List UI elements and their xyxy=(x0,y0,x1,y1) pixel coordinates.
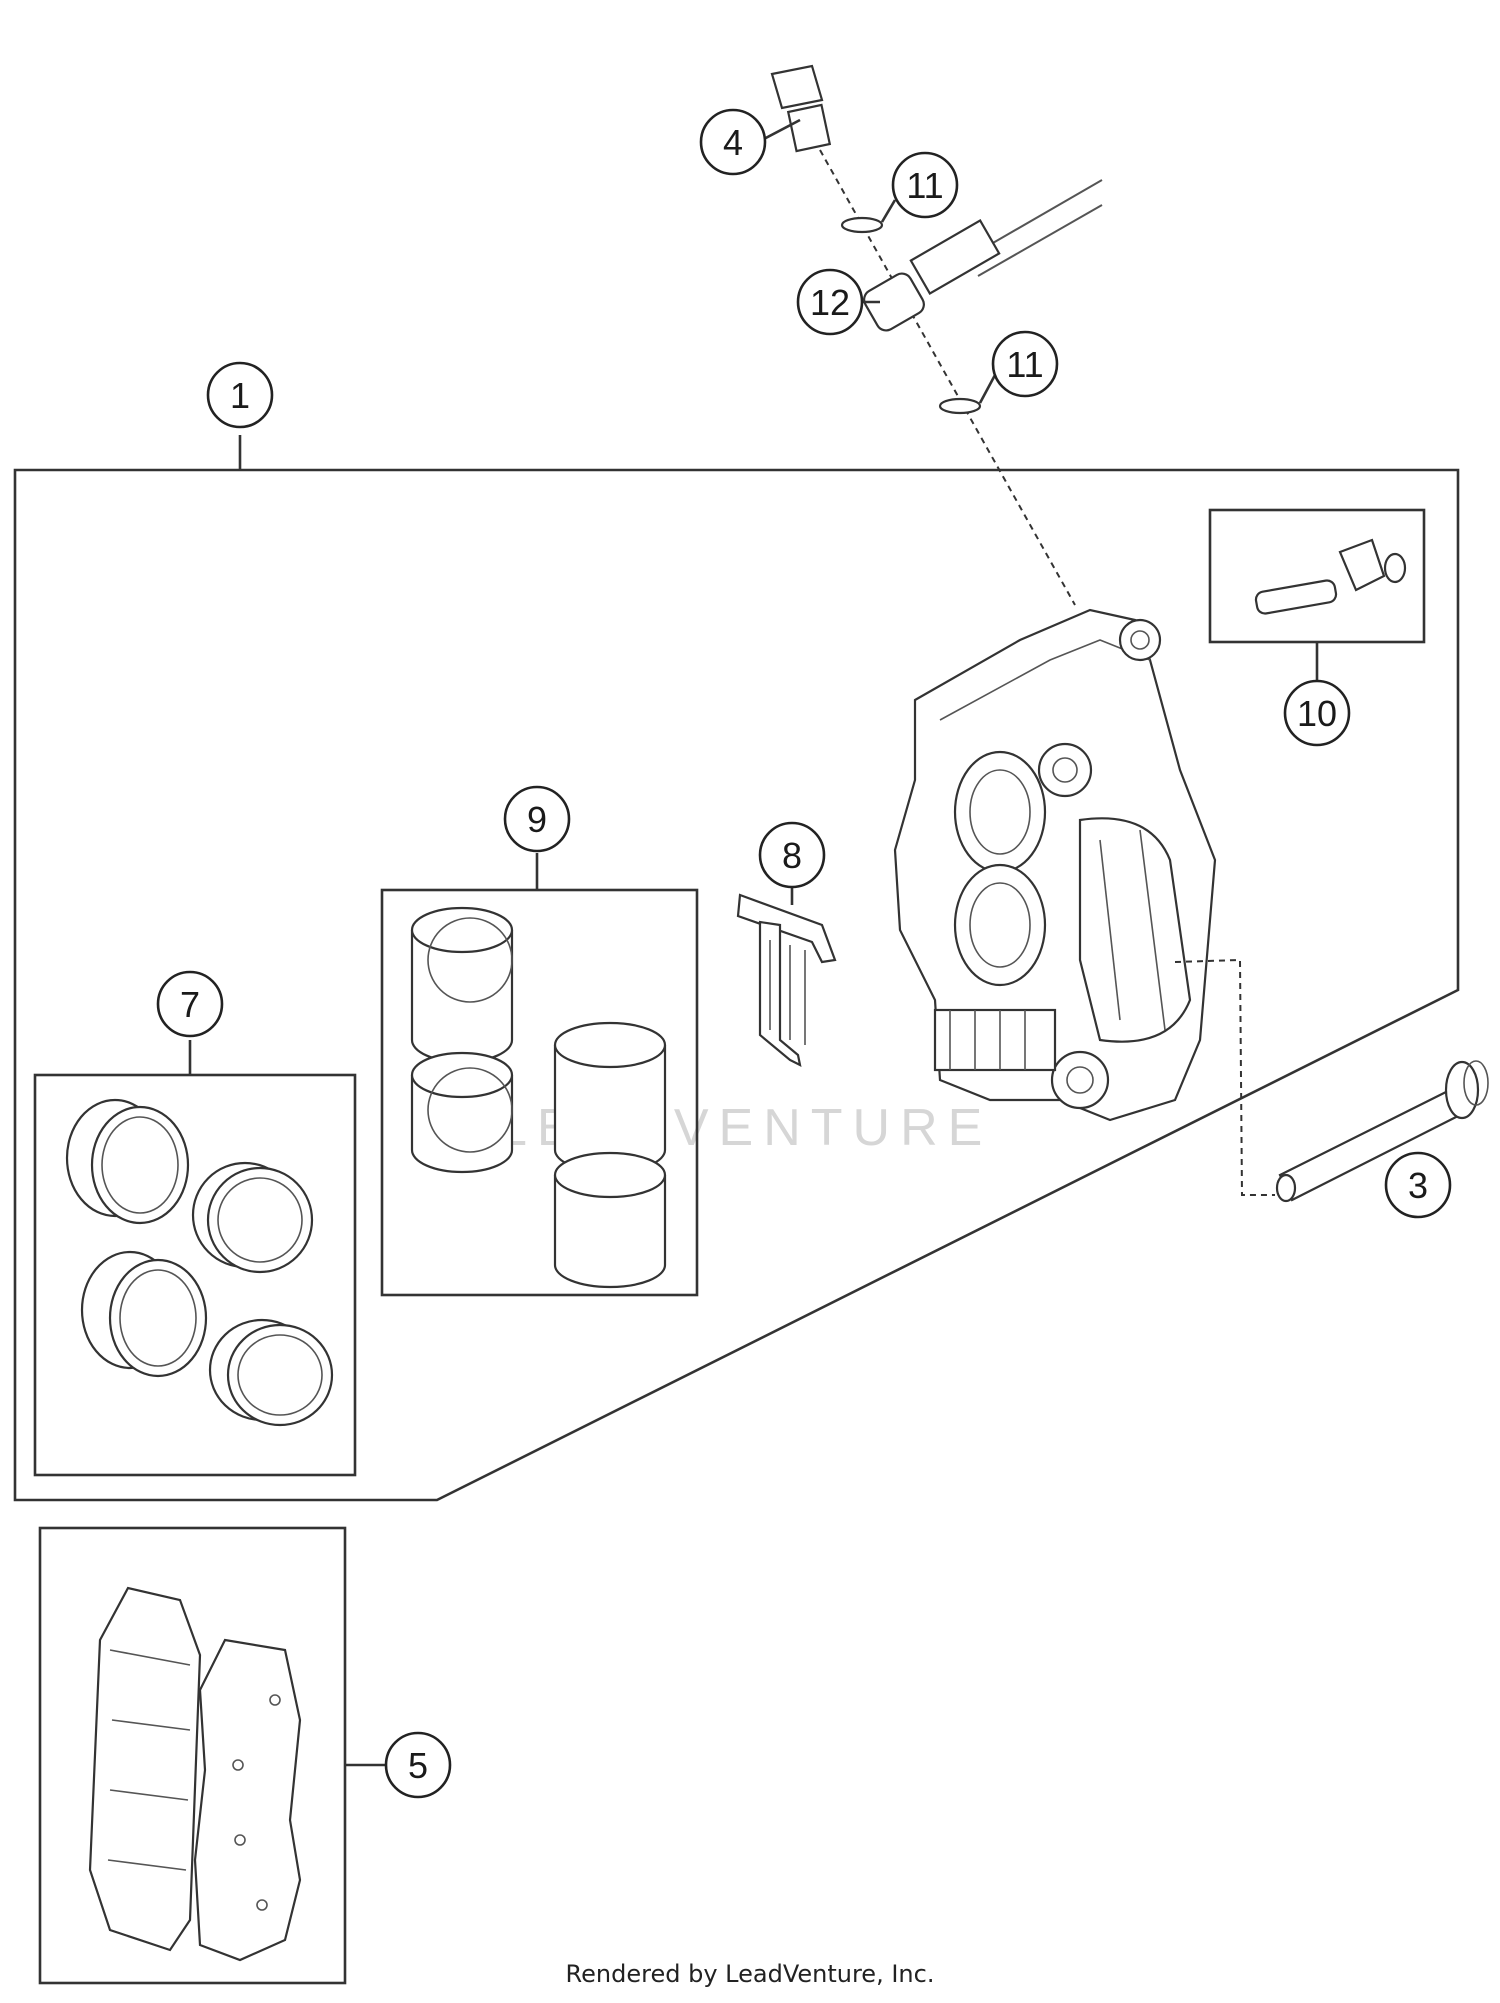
washer-lower-part xyxy=(938,397,982,415)
caliper-pin-part xyxy=(1275,1060,1489,1203)
pistons-part xyxy=(410,906,667,1289)
bolt-axis-line xyxy=(819,149,1076,606)
callout-5[interactable]: 5 xyxy=(384,1731,452,1799)
callout-9-label: 9 xyxy=(527,799,547,840)
callout-8-label: 8 xyxy=(782,835,802,876)
assembly-outline xyxy=(13,468,1460,1502)
piston-kit-box xyxy=(380,888,699,1297)
bleed-nipple-part xyxy=(1254,538,1407,615)
pad-spring-part xyxy=(736,893,837,1067)
callout-7[interactable]: 7 xyxy=(156,970,224,1038)
callout-10[interactable]: 10 xyxy=(1283,679,1351,747)
callout-12[interactable]: 12 xyxy=(796,268,864,336)
brake-pad-box xyxy=(38,1526,347,1985)
callout-3-label: 3 xyxy=(1408,1165,1428,1206)
callout-7-label: 7 xyxy=(180,984,200,1025)
callout-5-label: 5 xyxy=(408,1745,428,1786)
callout-4-label: 4 xyxy=(723,122,743,163)
callout-10-label: 10 xyxy=(1297,693,1337,734)
callout-8[interactable]: 8 xyxy=(758,821,826,889)
leader-11-upper xyxy=(880,199,897,223)
seal-kit-box xyxy=(33,1073,357,1477)
callout-11-upper[interactable]: 11 xyxy=(891,151,959,219)
brake-caliper-part xyxy=(893,608,1217,1122)
callout-11-upper-label: 11 xyxy=(906,165,943,206)
callout-1-label: 1 xyxy=(230,375,250,416)
callout-1[interactable]: 1 xyxy=(206,361,274,429)
brake-pads-part xyxy=(88,1586,302,1962)
leader-4 xyxy=(761,118,801,142)
banjo-bolt-part xyxy=(770,64,832,153)
callout-3[interactable]: 3 xyxy=(1384,1151,1452,1219)
seals-part xyxy=(65,1098,334,1427)
brake-hose-part xyxy=(863,179,1103,332)
callout-11-lower-label: 11 xyxy=(1006,344,1043,385)
callout-9[interactable]: 9 xyxy=(503,785,571,853)
callout-12-label: 12 xyxy=(810,282,850,323)
callout-11-lower[interactable]: 11 xyxy=(991,330,1059,398)
callout-4[interactable]: 4 xyxy=(699,108,767,176)
washer-upper-part xyxy=(840,216,884,234)
leader-11-lower xyxy=(978,374,997,404)
footer-credit: Rendered by LeadVenture, Inc. xyxy=(565,1960,935,1988)
